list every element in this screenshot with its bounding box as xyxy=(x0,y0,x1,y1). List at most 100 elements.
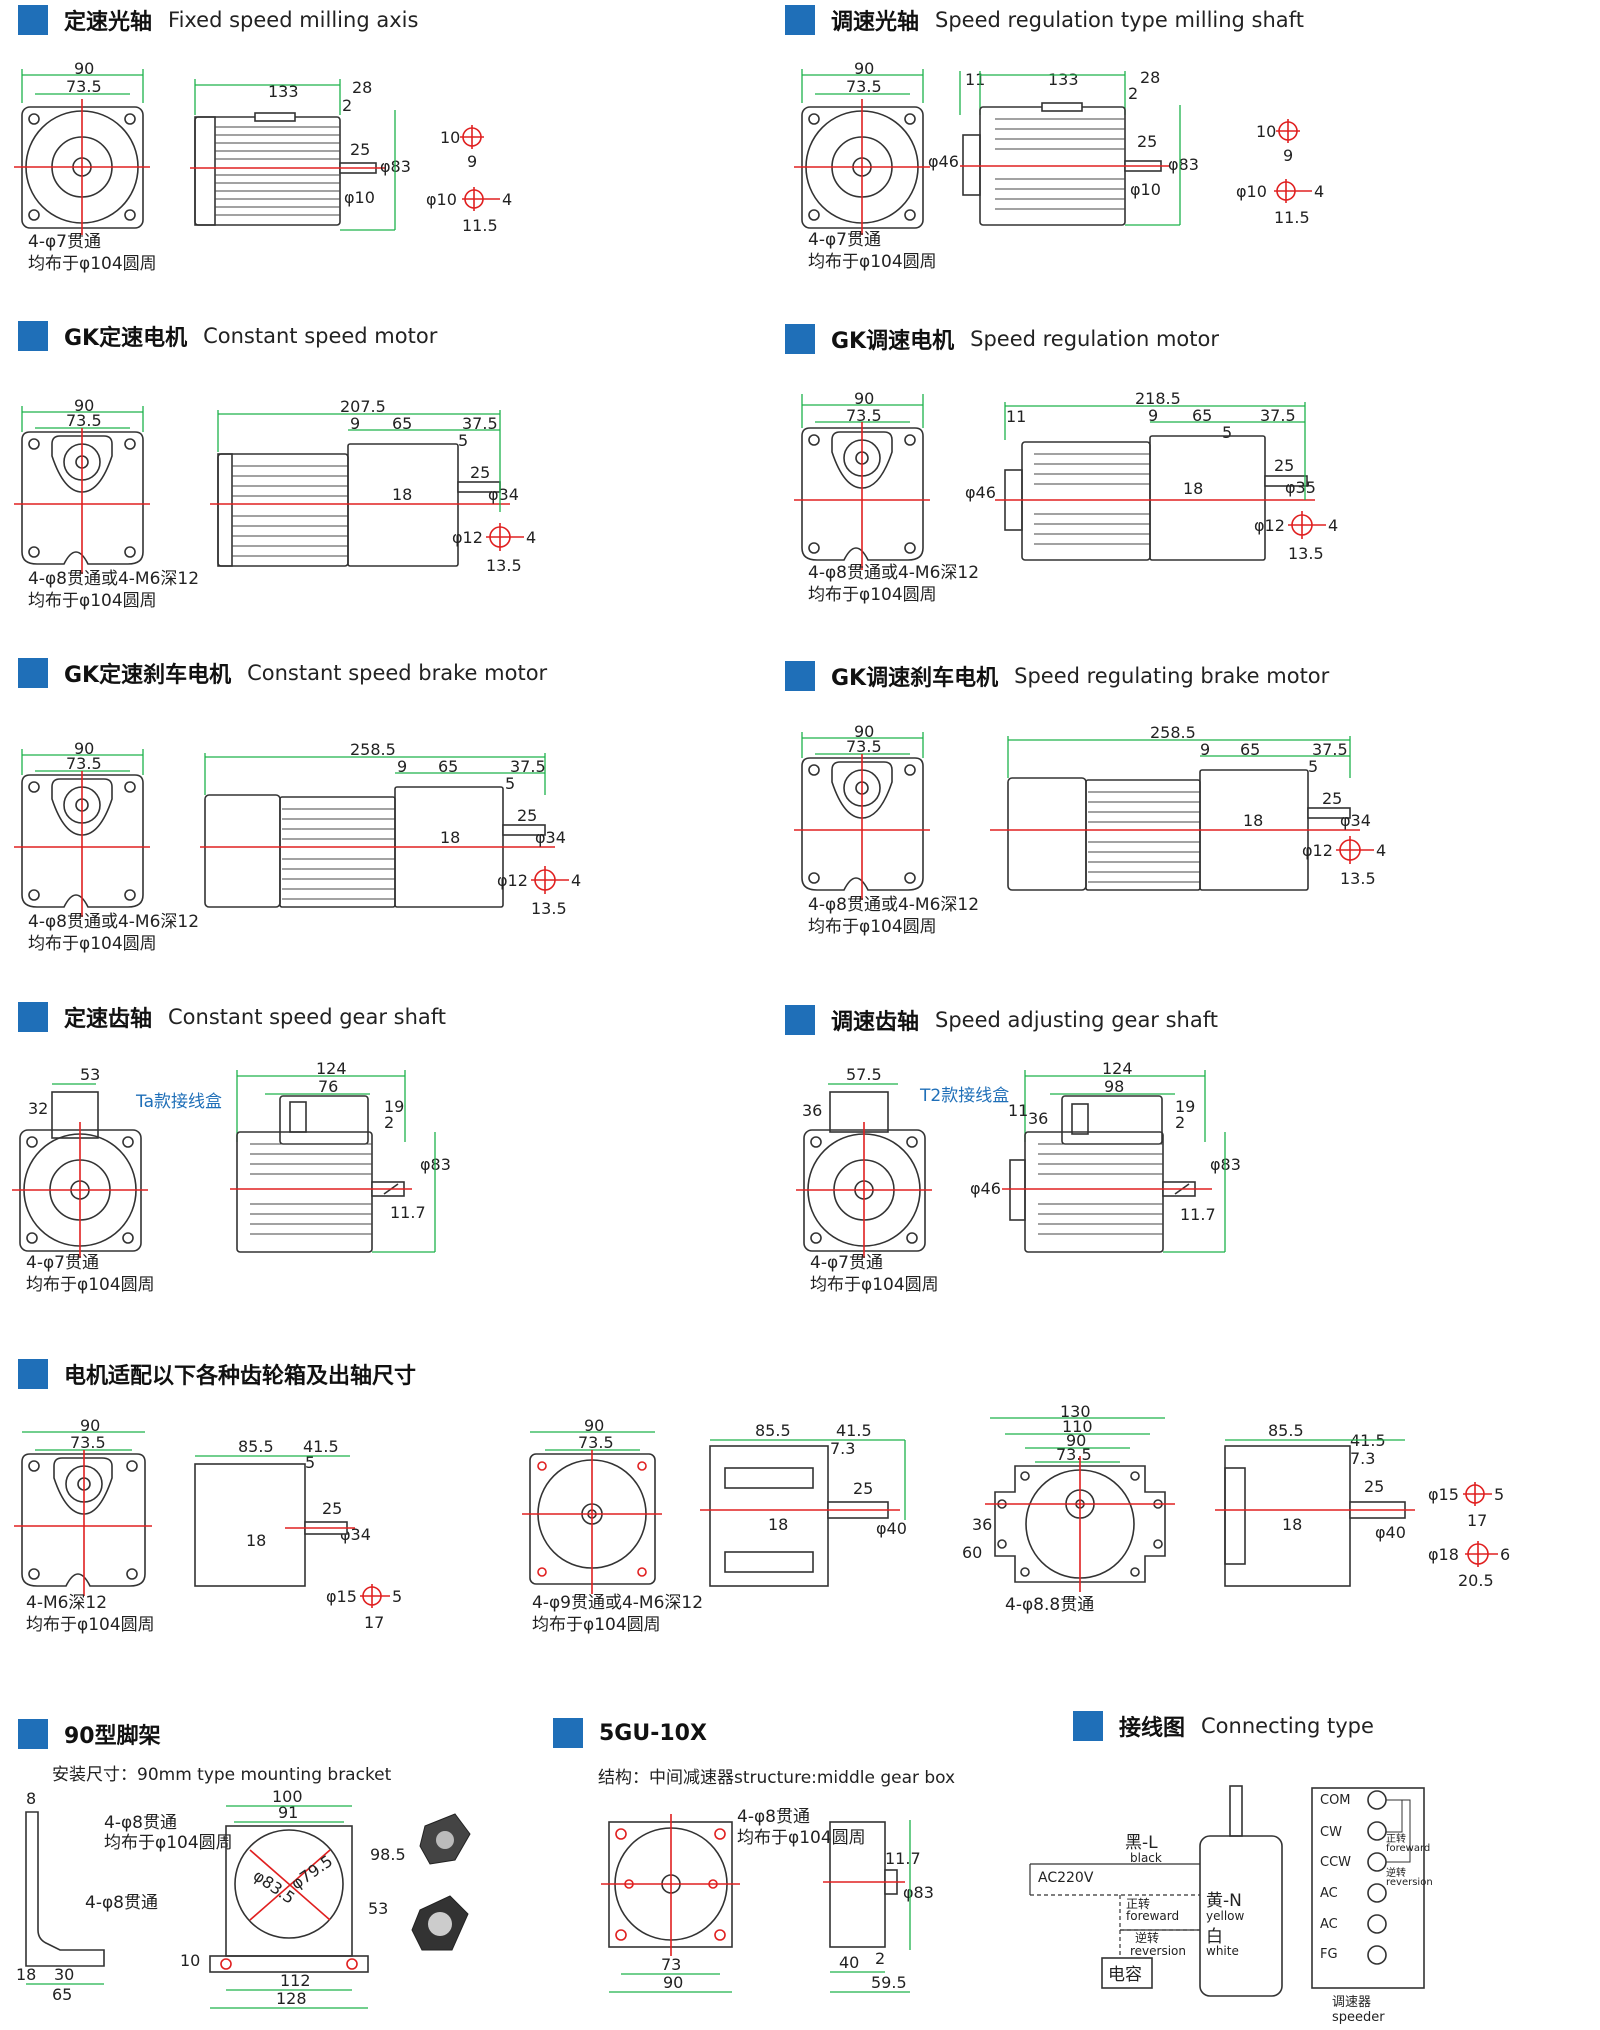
dim-keyway: 25 xyxy=(470,463,490,482)
note-holes: 4-φ8.8贯通 xyxy=(1005,1595,1094,1615)
drawing-gk-constant-speed-brake-motor: 90 73.5 4-φ8贯通或4-M6深12 均布于φ104圆周 258.5 9… xyxy=(14,739,581,954)
dim-box-height: 36 xyxy=(802,1101,822,1120)
dim-shaft-length: 28 xyxy=(1140,68,1160,87)
dim-shaft-dia: φ12 xyxy=(1254,516,1285,535)
dim-width-90: 90 xyxy=(1066,1431,1086,1450)
section-connecting-type: 接线图 Connecting type xyxy=(1073,1710,1374,1742)
dim-phi15: φ15 xyxy=(326,1587,357,1606)
dim-60: 60 xyxy=(962,1543,982,1562)
dim-rear-cap: 11 xyxy=(965,70,985,89)
dim-pilot-dia: φ34 xyxy=(535,828,566,847)
dim-59-5: 59.5 xyxy=(871,1973,907,1992)
dim-hole-pitch: 73.5 xyxy=(846,77,882,96)
shaft-section: φ12 4 13.5 xyxy=(1302,836,1386,888)
note-holes: 4-φ8贯通 xyxy=(737,1807,810,1827)
motor-body xyxy=(1199,1785,1283,1997)
dim-shaft-length: 37.5 xyxy=(1312,740,1348,759)
dim-13-5: 13.5 xyxy=(486,556,522,575)
dim-11-5: 11.5 xyxy=(462,216,498,235)
dim-shaft-length: 19 xyxy=(1175,1097,1195,1116)
section-marker xyxy=(18,5,48,35)
label-forward-en: foreward xyxy=(1126,1909,1179,1923)
bracket-photo-2 xyxy=(411,1895,469,1951)
gearbox-side-view: 11.7 φ83 40 2 59.5 xyxy=(823,1820,934,1993)
note-holes: 4-M6深12 xyxy=(26,1593,107,1613)
dim-gear-length: 65 xyxy=(438,757,458,776)
dim-flange-dia: φ83 xyxy=(1168,155,1199,174)
dim-rear-dia: φ46 xyxy=(970,1179,1001,1198)
dim-d10: 10 xyxy=(440,128,460,147)
dim-width-110: 110 xyxy=(1062,1417,1093,1436)
note-holes-bottom: 4-φ8贯通 xyxy=(85,1893,158,1913)
note-bolt-circle: 均布于φ104圆周 xyxy=(28,591,157,611)
front-view: 57.5 36 T2款接线盒 4-φ7贯通 均布于φ104圆周 xyxy=(796,1065,1009,1295)
shaft-section: 10 9 φ10 4 11.5 xyxy=(426,125,512,235)
shaft-section: φ12 4 13.5 xyxy=(1254,511,1338,563)
dim-5: 5 xyxy=(458,431,468,450)
label-black-en: black xyxy=(1130,1851,1162,1865)
dim-key-4: 4 xyxy=(502,190,512,209)
section-title-en: Speed regulation motor xyxy=(970,327,1219,351)
section-title-en: Constant speed motor xyxy=(203,324,438,348)
dim-pilot-dia: φ40 xyxy=(876,1519,907,1538)
label-ac220v: AC220V xyxy=(1038,1870,1094,1886)
dim-hole-pitch: 73.5 xyxy=(846,737,882,756)
dim-step: 2 xyxy=(1128,84,1138,103)
dim-step: 2 xyxy=(1175,1113,1185,1132)
side-view: 258.5 9 65 37.5 5 18 25 φ34 xyxy=(990,723,1371,891)
dim-keyway: 25 xyxy=(1364,1477,1384,1496)
note-holes: 4-φ8贯通或4-M6深12 xyxy=(28,569,199,589)
dim-width: 90 xyxy=(584,1416,604,1435)
terminal-cw: CW xyxy=(1320,1825,1342,1840)
section-marker xyxy=(18,1719,48,1749)
dim-9: 9 xyxy=(1200,740,1210,759)
dim-rear-dia: φ46 xyxy=(965,483,996,502)
note-bolt-circle: 均布于φ104圆周 xyxy=(532,1615,661,1635)
section-title-cn: 5GU-10X xyxy=(599,1720,707,1746)
dim-11-7: 11.7 xyxy=(885,1849,921,1868)
dim-40: 40 xyxy=(839,1953,859,1972)
drawing-gk-speed-regulation-motor: 90 73.5 4-φ8贯通或4-M6深12 均布于φ104圆周 218.5 1… xyxy=(794,389,1338,605)
dim-keyway: 25 xyxy=(853,1479,873,1498)
label-forward2-cn: 正转 xyxy=(1386,1832,1406,1845)
dim-shaft-offset: 18 xyxy=(1183,479,1203,498)
bracket-side-view: 8 4-φ8贯通 18 30 65 xyxy=(16,1789,158,2004)
section-title-en: Speed regulating brake motor xyxy=(1014,664,1330,688)
section-gk-constant-speed-motor: GK定速电机 Constant speed motor xyxy=(18,320,437,352)
dim-total-length: 218.5 xyxy=(1135,389,1181,408)
front-view: 90 73.5 4-φ8贯通或4-M6深12 均布于φ104圆周 xyxy=(794,389,979,605)
dim-hole-pitch: 73.5 xyxy=(66,754,102,773)
gearbox-a-front: 90 73.5 4-M6深12 均布于φ104圆周 xyxy=(14,1416,155,1635)
label-yellow-cn: 黄-N xyxy=(1206,1891,1242,1911)
dim-step: 2 xyxy=(342,96,352,115)
drawing-constant-speed-gear-shaft: 53 32 Ta款接线盒 4-φ7贯通 均布于φ104圆周 124 76 19 … xyxy=(12,1059,451,1295)
bracket-subtitle: 安装尺寸：90mm type mounting bracket xyxy=(52,1765,392,1785)
label-black-cn: 黑-L xyxy=(1125,1833,1158,1853)
gearbox-a-side: 85.5 41.5 5 25 18 φ34 φ15 5 17 xyxy=(194,1437,402,1632)
cooling-fins xyxy=(1034,453,1150,545)
gearbox-b-front: 90 73.5 4-φ9贯通或4-M6深12 均布于φ104圆周 xyxy=(522,1416,703,1635)
dim-keyway: 25 xyxy=(1322,789,1342,808)
side-view: 218.5 11 φ46 9 65 37.5 5 18 25 φ35 xyxy=(965,389,1316,561)
dim-11-5: 11.5 xyxy=(1274,208,1310,227)
shaft-section: 10 9 φ10 4 11.5 xyxy=(1236,119,1324,227)
dim-body-length: 133 xyxy=(1048,70,1079,89)
dim-17: 17 xyxy=(364,1613,384,1632)
note-holes: 4-φ8贯通或4-M6深12 xyxy=(28,912,199,932)
dim-shaft-dia: 11.7 xyxy=(390,1203,426,1222)
section-title-cn: GK定速刹车电机 xyxy=(64,663,232,688)
label-white-en: white xyxy=(1206,1944,1239,1958)
dim-90: 90 xyxy=(663,1973,683,1992)
section-marker xyxy=(785,1005,815,1035)
dim-shaft-length: 37.5 xyxy=(462,414,498,433)
dim-key-4: 4 xyxy=(571,871,581,890)
section-title-cn: 定速齿轴 xyxy=(64,1007,153,1032)
note-bolt-circle: 均布于φ104圆周 xyxy=(808,585,937,605)
note-bolt-circle: 均布于φ104圆周 xyxy=(28,934,157,954)
note-holes: 4-φ7贯通 xyxy=(28,232,101,252)
note-bolt-circle: 均布于φ104圆周 xyxy=(737,1828,866,1848)
section-title-en: Constant speed gear shaft xyxy=(168,1005,447,1029)
label-speeder-en: speeder xyxy=(1332,2010,1385,2025)
front-view: 90 73.5 4-φ8贯通或4-M6深12 均布于φ104圆周 xyxy=(14,739,199,954)
section-speed-regulation-milling-shaft: 调速光轴 Speed regulation type milling shaft xyxy=(785,4,1304,36)
